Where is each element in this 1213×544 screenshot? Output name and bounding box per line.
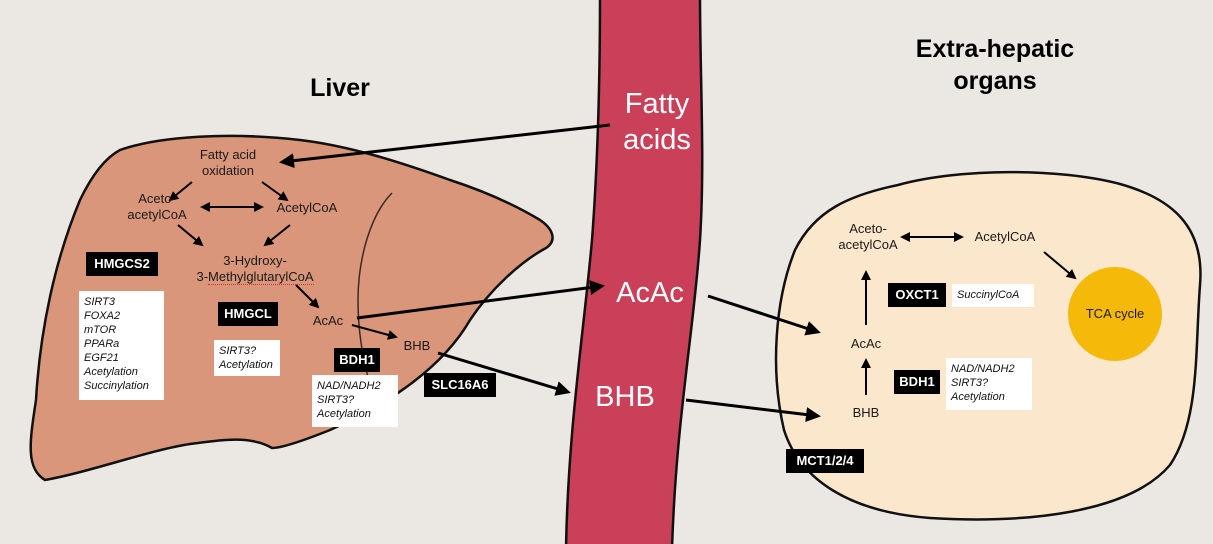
liver-acetoacetylcoa-line2: acetylCoA [112, 207, 202, 223]
extra-acetoacetylcoa: Aceto- acetylCoA [828, 221, 908, 253]
blood-fatty-acids-line2: acids [612, 122, 702, 158]
note-hmgcs2-item: PPARa [84, 337, 159, 351]
liver-fao-line2: oxidation [178, 163, 278, 179]
liver-fatty-acid-oxidation: Fatty acid oxidation [178, 147, 278, 179]
note-hmgcs2-item: Acetylation [84, 365, 159, 379]
transporter-mct: MCT1/2/4 [786, 449, 864, 473]
arrow-fattyacids-to-liver [282, 125, 610, 162]
note-hmgcs2-item: Succinylation [84, 379, 159, 393]
liver-fao-line1: Fatty acid [178, 147, 278, 163]
note-bdh1-extra-item: Acetylation [951, 390, 1027, 404]
liver-bhb: BHB [397, 338, 437, 354]
liver-hmgcoa-prefix: 3- [196, 269, 208, 284]
heading-extrahepatic-line2: organs [895, 65, 1095, 97]
extra-bhb: BHB [846, 405, 886, 421]
extra-acac: AcAc [846, 336, 886, 352]
note-bdh1-extra-item: NAD/NADH2 [951, 362, 1027, 376]
liver-hmgcoa-underlined: MethylglutarylCoA [208, 269, 314, 285]
liver-hmgcoa-line1: 3-Hydroxy- [185, 253, 325, 269]
liver-acetoacetylcoa-line1: Aceto- [112, 191, 202, 207]
blood-fatty-acids-line1: Fatty [612, 86, 702, 122]
enzyme-hmgcs2: HMGCS2 [86, 252, 158, 276]
blood-acac: AcAc [600, 275, 700, 311]
note-hmgcs2-item: EGF21 [84, 351, 159, 365]
liver-hmgcoa-line2: 3-MethylglutarylCoA [185, 269, 325, 285]
note-bdh1-extra: NAD/NADH2 SIRT3? Acetylation [946, 358, 1032, 410]
note-oxct1: SuccinylCoA [952, 284, 1034, 307]
blood-vessel [566, 0, 702, 544]
note-hmgcs2-item: mTOR [84, 323, 159, 337]
heading-extrahepatic: Extra-hepatic organs [895, 33, 1095, 97]
heading-liver: Liver [290, 74, 390, 103]
heading-extrahepatic-line1: Extra-hepatic [895, 33, 1095, 65]
liver-acac: AcAc [308, 313, 348, 329]
note-bdh1-extra-item: SIRT3? [951, 376, 1027, 390]
note-hmgcs2-item: FOXA2 [84, 309, 159, 323]
blood-bhb: BHB [575, 379, 675, 415]
note-hmgcl-item: Acetylation [219, 358, 275, 372]
tca-cycle-label: TCA cycle [1070, 306, 1160, 322]
note-bdh1-liver-item: NAD/NADH2 [317, 379, 393, 393]
note-hmgcs2: SIRT3 FOXA2 mTOR PPARa EGF21 Acetylation… [79, 291, 164, 400]
enzyme-oxct1: OXCT1 [888, 283, 946, 307]
liver-acetylcoa: AcetylCoA [262, 200, 352, 216]
extra-acetoacetylcoa-line2: acetylCoA [828, 237, 908, 253]
extra-acetylcoa: AcetylCoA [960, 229, 1050, 245]
liver-acetoacetylcoa: Aceto- acetylCoA [112, 191, 202, 223]
note-bdh1-liver-item: SIRT3? [317, 393, 393, 407]
extra-acetoacetylcoa-line1: Aceto- [828, 221, 908, 237]
enzyme-slc16a6: SLC16A6 [424, 373, 496, 397]
note-hmgcl: SIRT3? Acetylation [214, 340, 280, 376]
note-bdh1-liver: NAD/NADH2 SIRT3? Acetylation [312, 375, 398, 427]
note-hmgcs2-item: SIRT3 [84, 295, 159, 309]
enzyme-hmgcl: HMGCL [218, 302, 278, 326]
note-hmgcl-item: SIRT3? [219, 344, 275, 358]
enzyme-bdh1-extra: BDH1 [894, 370, 940, 394]
note-oxct1-item: SuccinylCoA [957, 288, 1029, 302]
blood-fatty-acids: Fatty acids [612, 86, 702, 158]
enzyme-bdh1-liver: BDH1 [334, 348, 380, 372]
liver-hmgcoa: 3-Hydroxy- 3-MethylglutarylCoA [185, 253, 325, 285]
note-bdh1-liver-item: Acetylation [317, 407, 393, 421]
